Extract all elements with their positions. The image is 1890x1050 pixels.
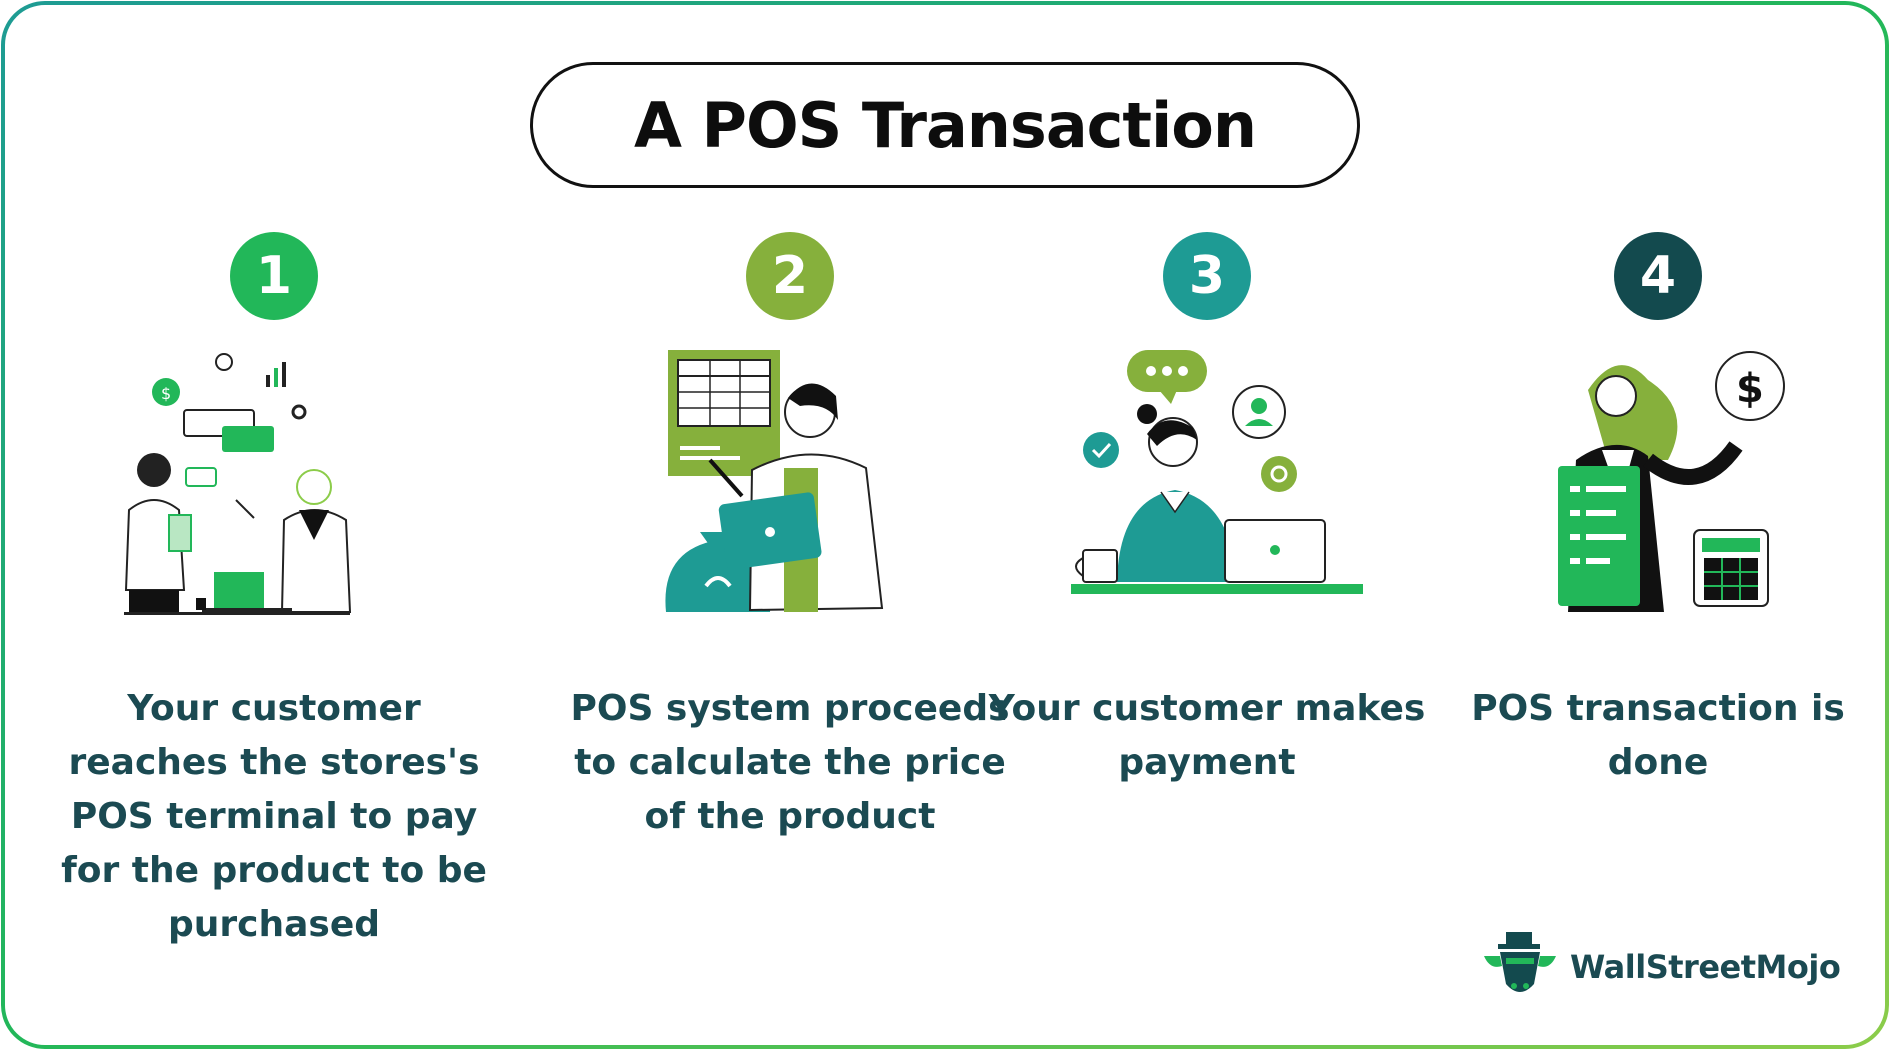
step-number-badge: 3 bbox=[1163, 232, 1251, 320]
bull-logo-icon bbox=[1484, 932, 1556, 992]
step-number: 2 bbox=[771, 246, 809, 306]
step-number-badge: 4 bbox=[1614, 232, 1702, 320]
step-number-badge: 2 bbox=[746, 232, 834, 320]
svg-text:$: $ bbox=[1736, 366, 1764, 412]
transaction-done-illustration: $ bbox=[1558, 351, 1785, 612]
step-1: 1 $ Your customer reaches the stores's P… bbox=[44, 232, 504, 952]
customer-at-terminal-illustration: $ bbox=[124, 353, 352, 615]
step-2: 2 POS system proceeds to calculate the p… bbox=[560, 232, 1020, 844]
step-4: 4 $ POS transaction is done bbox=[1428, 232, 1888, 790]
svg-text:$: $ bbox=[161, 384, 171, 403]
step-description: POS transaction is done bbox=[1471, 688, 1845, 783]
step-number: 3 bbox=[1188, 246, 1226, 306]
customer-payment-illustration bbox=[1071, 350, 1363, 594]
brand-name: WallStreetMojo bbox=[1570, 948, 1841, 986]
step-number: 1 bbox=[255, 246, 293, 306]
pos-calculating-illustration bbox=[665, 350, 884, 612]
step-description: POS system proceeds to calculate the pri… bbox=[570, 688, 1010, 837]
page-title: A POS Transaction bbox=[633, 88, 1257, 162]
step-number-badge: 1 bbox=[230, 232, 318, 320]
title-pill: A POS Transaction bbox=[530, 62, 1360, 188]
step-description: Your customer makes payment bbox=[988, 688, 1426, 783]
step-description: Your customer reaches the stores's POS t… bbox=[61, 688, 487, 945]
brand-logo: WallStreetMojo bbox=[1480, 930, 1841, 1004]
step-3: 3 Your customer makes payment bbox=[977, 232, 1437, 790]
step-number: 4 bbox=[1639, 246, 1677, 306]
